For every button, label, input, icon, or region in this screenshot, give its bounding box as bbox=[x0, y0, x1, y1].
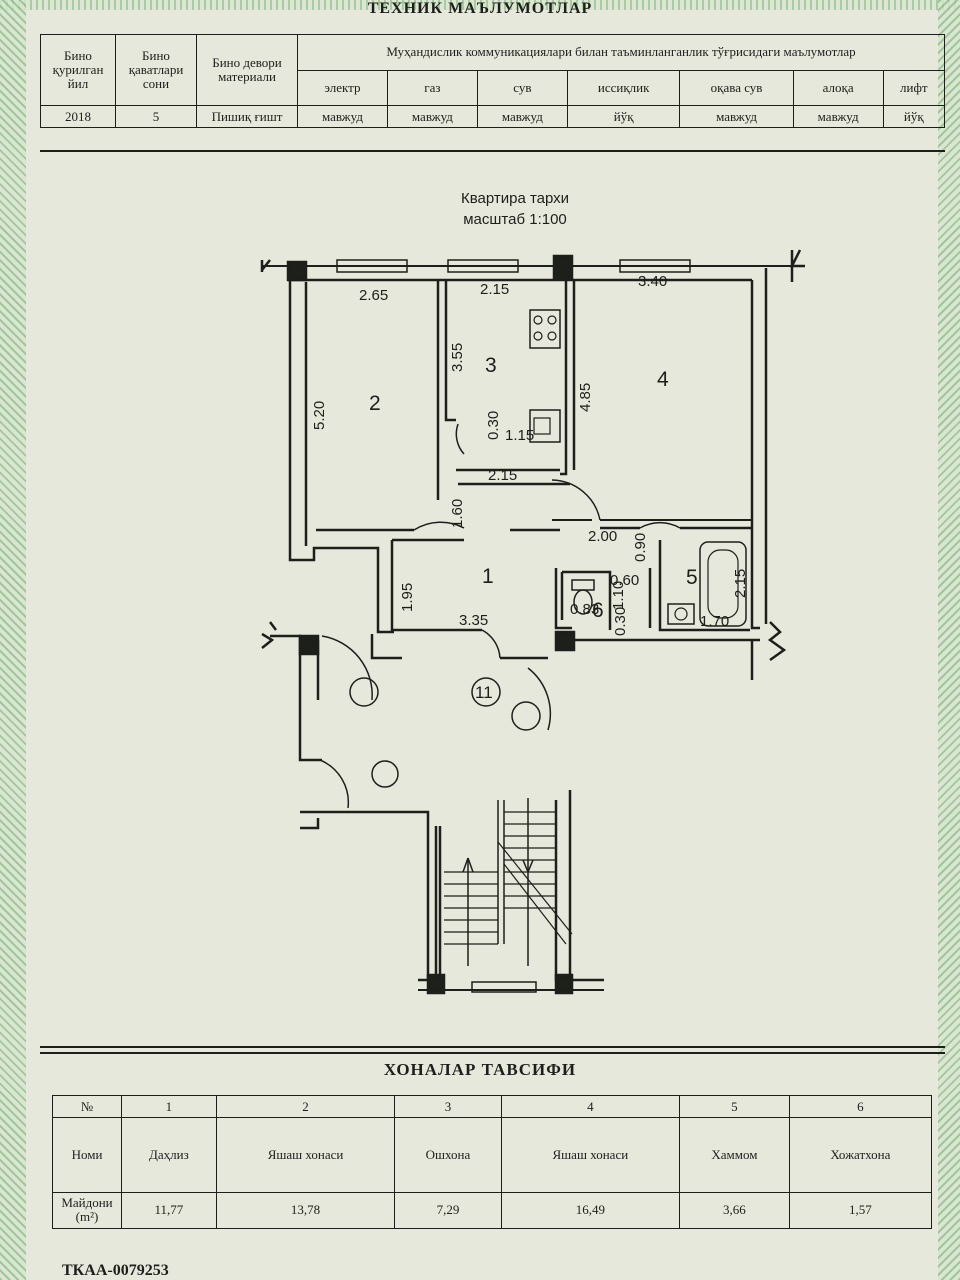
document-code: ТКАА-0079253 bbox=[62, 1262, 169, 1279]
plan-title-text: Квартира тархи bbox=[460, 190, 570, 207]
dim-room2-width: 2.65 bbox=[359, 287, 388, 304]
rooms-area-4: 16,49 bbox=[500, 1191, 681, 1230]
value-water: мавжуд bbox=[476, 105, 568, 128]
rooms-name-1: Даҳлиз bbox=[121, 1117, 217, 1193]
rooms-area-6: 1,57 bbox=[788, 1191, 933, 1230]
rooms-name-3: Ошхона bbox=[394, 1117, 502, 1193]
rooms-num-5: 5 bbox=[679, 1094, 790, 1119]
dim-room3-height: 3.55 bbox=[449, 343, 466, 372]
technical-data-title: ТЕХНИК МАЪЛУМОТЛАР bbox=[367, 0, 593, 17]
dim-sink: 1.70 bbox=[700, 613, 729, 630]
room-label-1: 1 bbox=[482, 565, 494, 588]
dim-toilet-height: 1.10 bbox=[610, 581, 627, 610]
dim-hall-height: 1.95 bbox=[399, 583, 416, 612]
dim-hall-passage: 1.60 bbox=[449, 499, 466, 528]
value-year: 2018 bbox=[40, 105, 116, 128]
col-electricity: электр bbox=[297, 69, 388, 106]
rooms-area-1: 11,77 bbox=[121, 1191, 217, 1230]
value-heating: йўқ bbox=[566, 105, 681, 128]
col-water: сув bbox=[476, 69, 568, 106]
dim-bath-door: 0.90 bbox=[632, 533, 649, 562]
rooms-num-4: 4 bbox=[500, 1094, 681, 1119]
dim-bath-width: 2.00 bbox=[588, 528, 617, 545]
col-elevator: лифт bbox=[882, 69, 946, 106]
divider-top bbox=[40, 150, 945, 152]
rooms-area-3: 7,29 bbox=[394, 1191, 502, 1230]
room-label-2: 2 bbox=[369, 392, 381, 415]
plan-title: Квартира тархи масштаб 1:100 bbox=[400, 188, 630, 230]
value-gas: мавжуд bbox=[386, 105, 478, 128]
value-communication: мавжуд bbox=[792, 105, 884, 128]
stairwell-label: 11 bbox=[475, 683, 493, 702]
col-communication: алоқа bbox=[792, 69, 884, 106]
guilloche-border-left bbox=[0, 0, 26, 1280]
technical-data-table: Бино қурилган йил Бино қаватлари сони Би… bbox=[40, 34, 946, 128]
divider-rooms-2 bbox=[40, 1052, 945, 1054]
rooms-header-area-label: Майдони bbox=[61, 1195, 113, 1211]
room-label-4: 4 bbox=[657, 368, 669, 391]
rooms-name-4: Яшаш хонаси bbox=[500, 1117, 681, 1193]
rooms-num-1: 1 bbox=[121, 1094, 217, 1119]
value-floors: 5 bbox=[115, 105, 197, 128]
rooms-num-6: 6 bbox=[788, 1094, 933, 1119]
rooms-title: ХОНАЛАР ТАВСИФИ bbox=[383, 1060, 577, 1079]
rooms-num-2: 2 bbox=[215, 1094, 396, 1119]
value-sewage: мавжуд bbox=[679, 105, 794, 128]
rooms-table: № 1 2 3 4 5 6 Номи Даҳлиз Яшаш хонаси Ош… bbox=[52, 1094, 933, 1230]
dim-toilet-width: 0.83 bbox=[570, 601, 599, 618]
value-elevator: йўқ bbox=[882, 105, 946, 128]
dim-hall-width: 3.35 bbox=[459, 612, 488, 629]
col-heating: иссиқлик bbox=[566, 69, 681, 106]
dim-hall-top: 2.15 bbox=[488, 467, 517, 484]
dim-room3-width: 2.15 bbox=[480, 281, 509, 298]
rooms-name-6: Хожатхона bbox=[788, 1117, 933, 1193]
col-year-built: Бино қурилган йил bbox=[40, 34, 116, 106]
col-sewage: оқава сув bbox=[679, 69, 794, 106]
rooms-header-area-unit: (m²) bbox=[75, 1209, 99, 1225]
dim-kitchen-niche: 0.30 bbox=[485, 411, 502, 440]
rooms-header-name: Номи bbox=[52, 1117, 122, 1193]
value-wall: Пишиқ ғишт bbox=[196, 105, 298, 128]
col-utilities-group: Муҳандислик коммуникациялари билан таъми… bbox=[297, 34, 945, 71]
dim-bath-height: 2.15 bbox=[732, 569, 749, 598]
dim-toilet-door: 0.30 bbox=[612, 607, 629, 636]
guilloche-border-right bbox=[938, 0, 960, 1280]
plan-scale-text: масштаб 1:100 bbox=[463, 211, 567, 228]
room-label-5: 5 bbox=[686, 566, 698, 589]
dim-room2-height: 5.20 bbox=[311, 401, 328, 430]
dim-toilet-top: 0.60 bbox=[610, 572, 639, 589]
dim-kitchen-bottom: 1.15 bbox=[505, 427, 534, 444]
room-label-6: 6 bbox=[592, 599, 604, 622]
rooms-name-5: Хаммом bbox=[679, 1117, 790, 1193]
rooms-header-no: № bbox=[52, 1094, 122, 1119]
divider-rooms-1 bbox=[40, 1046, 945, 1048]
room-label-3: 3 bbox=[485, 354, 497, 377]
guilloche-border-top bbox=[0, 0, 960, 10]
dim-room4-height: 4.85 bbox=[577, 383, 594, 412]
rooms-area-2: 13,78 bbox=[215, 1191, 396, 1230]
rooms-area-5: 3,66 bbox=[679, 1191, 790, 1230]
rooms-name-2: Яшаш хонаси bbox=[215, 1117, 396, 1193]
dim-room4-width: 3.40 bbox=[638, 273, 667, 290]
rooms-num-3: 3 bbox=[394, 1094, 502, 1119]
value-electricity: мавжуд bbox=[297, 105, 388, 128]
col-floors: Бино қаватлари сони bbox=[115, 34, 197, 106]
rooms-header-area: Майдони(m²) bbox=[52, 1191, 122, 1230]
